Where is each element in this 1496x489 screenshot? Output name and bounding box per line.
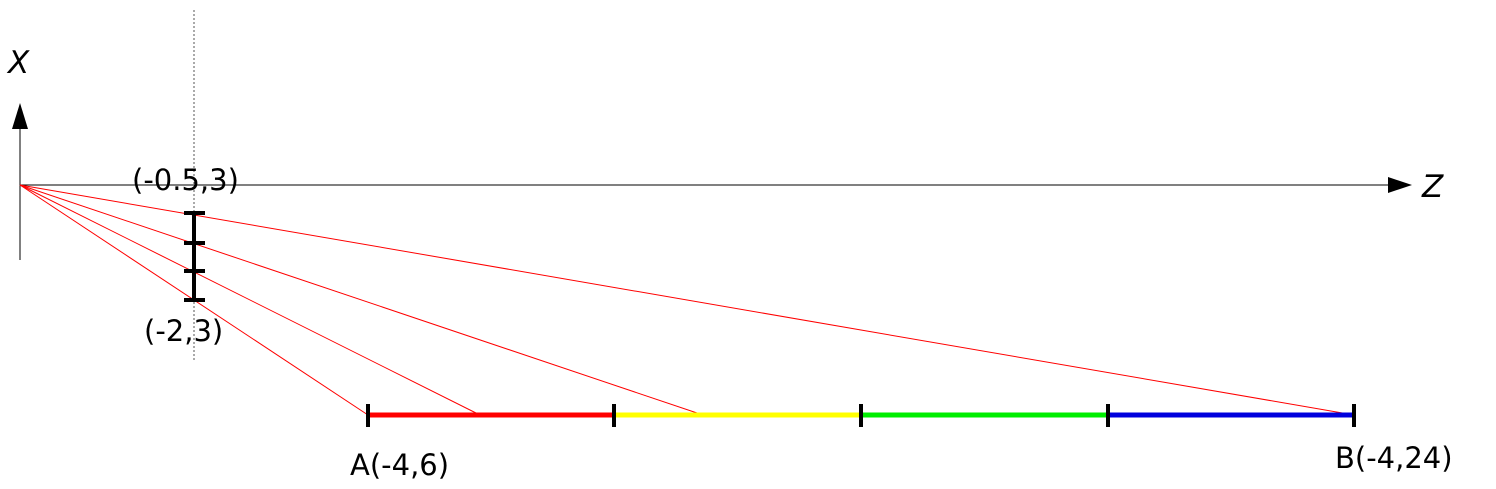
label-bottom-point: (-2,3) [144,314,223,348]
segment-ticks [366,404,1356,427]
label-top-point: (-0.5,3) [132,163,239,197]
projection-rays [19,184,1355,416]
z-axis-label: Z [1421,169,1444,205]
image-plane-segment [184,211,205,302]
ray-to-q1 [19,184,481,416]
z-axis-arrowhead [1388,177,1412,193]
label-point-b: B(-4,24) [1335,441,1453,475]
ray-to-q3 [19,184,704,416]
ray-to-b [19,184,1355,416]
x-axis-arrowhead [12,103,28,129]
x-axis-label: X [6,45,30,81]
label-point-a: A(-4,6) [350,448,449,482]
